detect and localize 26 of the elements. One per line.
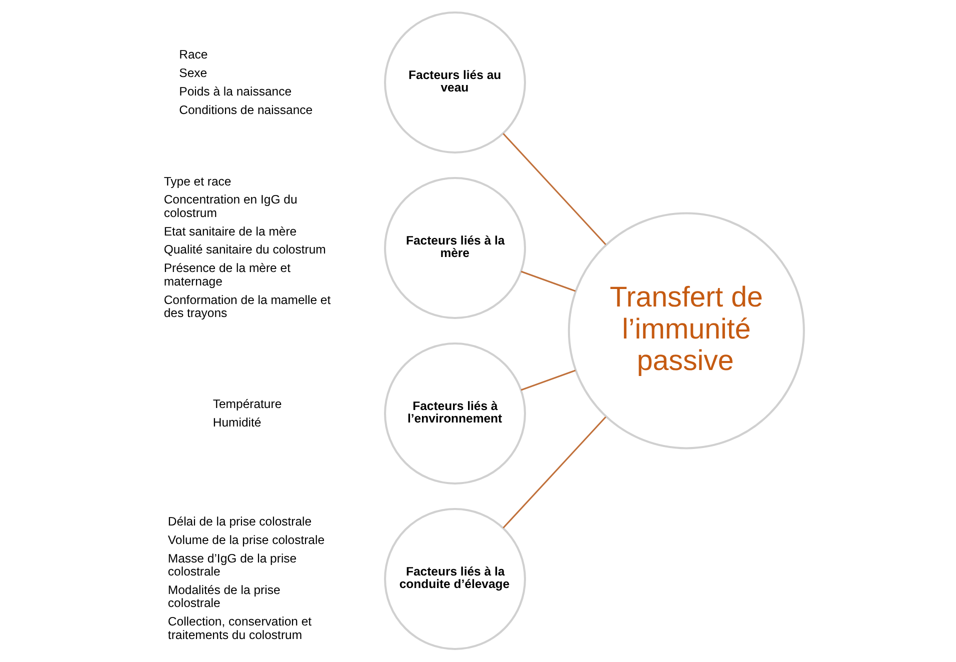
- node-circle: Facteurs liés à la conduite d’élevage: [384, 508, 526, 650]
- connector: [502, 133, 606, 245]
- node-label: Volume de la prise colostrale: [168, 532, 325, 547]
- node-label: Race: [179, 48, 208, 62]
- node-label: Modalités de la prise colostrale: [168, 582, 280, 610]
- node-label: Masse d’IgG de la prise colostrale: [168, 551, 297, 579]
- connector: [520, 270, 576, 292]
- node-label: Présence de la mère et maternage: [164, 261, 290, 288]
- connector: [520, 370, 576, 391]
- node-label: Etat sanitaire de la mère: [164, 224, 297, 238]
- node-label: Qualité sanitaire du colostrum: [164, 242, 326, 257]
- node-label: Humidité: [212, 415, 262, 430]
- node-circle: Facteurs liés à l’environnement: [384, 342, 526, 484]
- node-label: Sexe: [179, 66, 208, 80]
- node-label: Type et race: [164, 174, 232, 188]
- node-circle: Facteurs liés à la mère: [384, 176, 526, 319]
- node-label: Conditions de naissance: [179, 102, 313, 117]
- node-label: Collection, conservation et traitements du colostrum: [168, 614, 312, 642]
- node-circle: Facteurs liés au veau: [384, 11, 526, 154]
- node-label: Conformation de la mamelle et des trayons: [164, 292, 331, 320]
- node-label: Poids à la naissance: [179, 84, 292, 98]
- node-label: Concentration en IgG du colostrum: [164, 192, 298, 220]
- node-circle: Transfert de l’immunité passive: [568, 212, 805, 450]
- connector: [502, 416, 606, 528]
- node-label: Température: [212, 396, 282, 411]
- node-label: Délai de la prise colostrale: [168, 514, 312, 528]
